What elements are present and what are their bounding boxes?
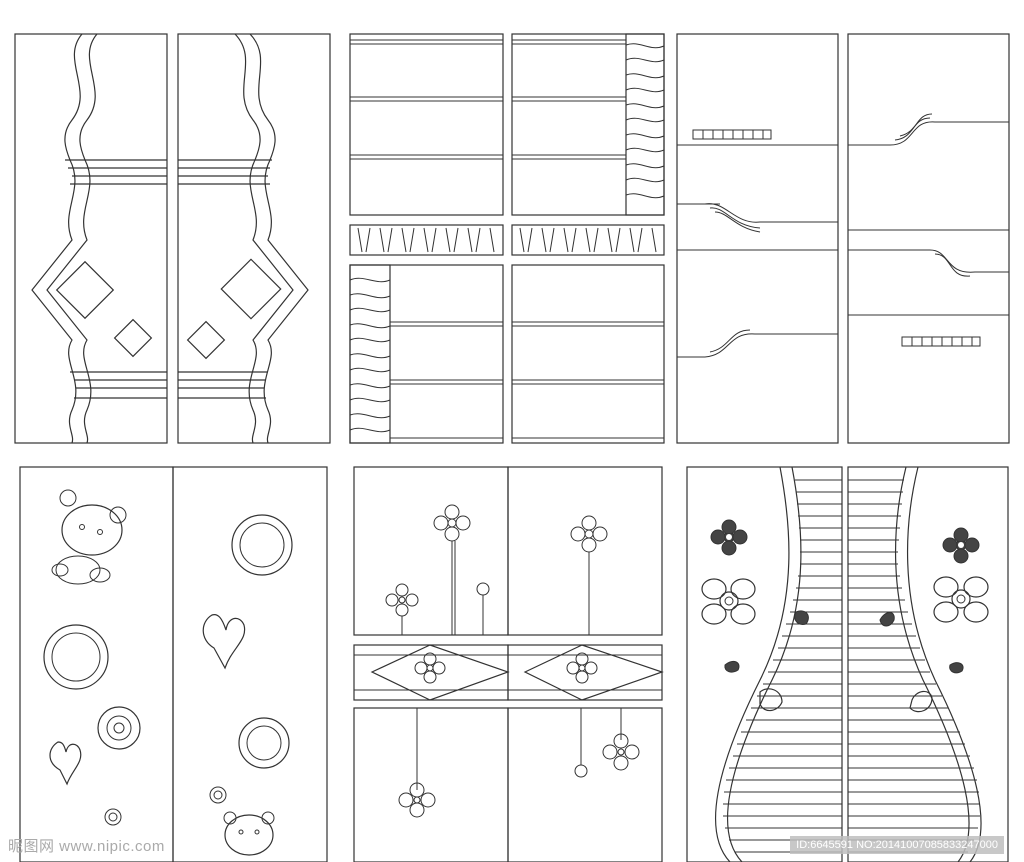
flower-icon [701, 578, 756, 625]
leaf-icon [909, 690, 933, 713]
panel-flower-stem-doors [353, 466, 664, 862]
panel-stripe-zigzag-doors [349, 33, 665, 444]
bear-icon [51, 489, 127, 585]
flower-icon [933, 576, 989, 623]
leaf-icon [794, 610, 809, 625]
leaf-icon [724, 660, 740, 673]
ring-icon [231, 514, 293, 576]
small-ring-icon [209, 786, 227, 804]
flower-icon [566, 652, 598, 684]
flower-icon [710, 519, 748, 556]
small-ring-icon [104, 808, 122, 826]
target-icon [97, 706, 141, 750]
ring-icon [238, 717, 290, 769]
flower-icon [570, 515, 608, 635]
heart-icon [49, 741, 82, 786]
bear-face-icon [223, 811, 275, 856]
flower-icon [942, 527, 980, 564]
panel-wave-diamond-doors [14, 33, 331, 444]
panel-wave-step-doors [676, 33, 1010, 444]
watermark-right: ID:6645591 NO:20141007085833247000 [790, 836, 1004, 854]
panel-vase-slat-doors [686, 466, 1009, 862]
panel-bear-ring-heart-doors [19, 466, 328, 862]
heart-icon [202, 613, 246, 670]
flower-icon [433, 504, 471, 635]
flower-icon [385, 583, 419, 635]
flower-icon [602, 733, 640, 771]
watermark-left: 昵图网 www.nipic.com [8, 838, 165, 855]
flower-icon [398, 782, 436, 818]
flower-icon [414, 652, 446, 684]
ring-icon [43, 624, 109, 690]
leaf-icon [879, 612, 895, 627]
leaf-icon [949, 662, 964, 674]
leaf-icon [759, 688, 783, 712]
